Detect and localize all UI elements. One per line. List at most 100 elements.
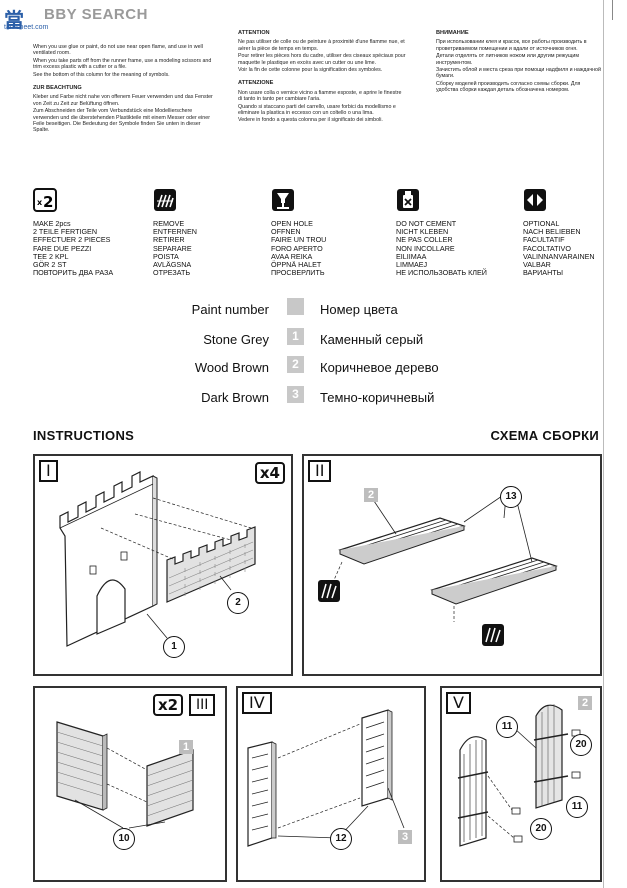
part-callout: 13	[500, 486, 522, 508]
warning-text: When you take parts off from the runner …	[33, 57, 212, 71]
step-number: IV	[242, 692, 272, 714]
symbol-line: OPTIONAL	[523, 219, 560, 228]
warning-heading: ATTENZIONE	[238, 80, 274, 87]
step-3-panel: x2 III 1 10	[33, 686, 227, 882]
symbol-do-not-cement: DO NOT CEMENT NICHT KLEBEN NE PAS COLLER…	[396, 188, 506, 277]
make-two-badge: x2	[153, 694, 184, 716]
paint-label: Paint number	[191, 302, 269, 317]
symbol-line: ENTFERNEN	[153, 227, 197, 237]
symbol-line: ПРОСВЕРЛИТЬ	[271, 268, 325, 278]
symbol-line: NE PAS COLLER	[396, 235, 453, 245]
part-callout: 20	[530, 818, 552, 840]
symbol-line: NON INCOLLARE	[396, 243, 455, 253]
part-callout: 12	[330, 828, 352, 850]
symbol-line: NICHT KLEBEN	[396, 227, 449, 237]
warning-text: Voir la fin de cette colonne pour la sig…	[238, 67, 383, 74]
paint-swatch	[287, 298, 304, 315]
paint-number-badge: 1	[179, 740, 193, 754]
crop-mark	[612, 0, 613, 20]
warning-text: При использовании клея и красок, все раб…	[436, 39, 587, 52]
symbol-line: 2 TEILE FERTIGEN	[33, 227, 98, 237]
symbol-line: OPEN HOLE	[271, 219, 313, 228]
symbol-line: AVLÄGSNA	[153, 260, 192, 270]
warning-text: Pour retirer les pièces hors du cadre, u…	[238, 53, 406, 66]
symbol-line: REMOVE	[153, 219, 185, 228]
watermark-site: tan-sheet.com	[4, 24, 49, 31]
paint-label-ru: Номер цвета	[320, 302, 398, 317]
instructions-heading-ru: СХЕМА СБОРКИ	[490, 428, 599, 443]
warning-text: Сборку моделей производить согласно схем…	[436, 80, 581, 94]
part-callout: 1	[163, 636, 185, 658]
symbol-line: FORO APERTO	[271, 243, 323, 253]
make-two-icon: x 2	[33, 188, 57, 212]
symbol-line: НЕ ИСПОЛЬЗОВАТЬ КЛЕЙ	[396, 268, 487, 278]
symbol-line: NACH BELIEBEN	[523, 227, 581, 237]
symbol-make-two: x 2 MAKE 2pcs 2 TEILE FERTIGEN EFFECTUER…	[33, 188, 143, 277]
paint-number-badge: 3	[398, 830, 412, 844]
step-5-panel: V 2 11 20 11 20	[440, 686, 602, 882]
symbol-line: LIMMAEJ	[396, 260, 428, 270]
symbol-line: FACULTATIF	[523, 235, 565, 245]
symbol-open-hole: OPEN HOLE OFFNEN FAIRE UN TROU FORO APER…	[271, 188, 381, 277]
watermark-brand: BBY SEARCH	[44, 6, 148, 23]
step-1-panel: I x4 2 1	[33, 454, 293, 676]
symbol-line: POISTA	[153, 251, 179, 261]
part-callout: 2	[227, 592, 249, 614]
symbol-line: SEPARARE	[153, 243, 192, 253]
warning-text: When you use glue or paint, do not use n…	[33, 44, 203, 57]
paint-label: Stone Grey	[203, 332, 269, 347]
step-2-panel: II 2 13	[302, 454, 602, 676]
symbol-line: DO NOT CEMENT	[396, 219, 457, 228]
paint-label-ru: Коричневое дерево	[320, 360, 439, 375]
symbol-line: EILIIMAA	[396, 251, 427, 261]
step-3-drawing	[56, 721, 194, 829]
symbol-line: OFFNEN	[271, 227, 301, 237]
symbol-line: ВАРИАНТЫ	[523, 268, 564, 278]
paint-row-header: Paint number Номер цвета	[0, 298, 627, 322]
symbol-line: RETIRER	[153, 235, 185, 245]
paint-label-ru: Каменный серый	[320, 332, 424, 347]
part-callout: 11	[496, 716, 518, 738]
do-not-cement-icon	[397, 189, 419, 211]
symbol-line: VALINNANVARAINEN	[523, 251, 595, 261]
paint-label-ru: Темно-коричневый	[320, 390, 435, 405]
symbol-line: AVAA REIKA	[271, 251, 313, 261]
paint-label: Dark Brown	[201, 390, 269, 405]
symbol-line: GÖR 2 ST	[33, 260, 67, 270]
warning-heading: ZUR BEACHTUNG	[33, 85, 82, 92]
symbol-line: FAIRE UN TROU	[271, 235, 327, 245]
warning-text: Kleber und Farbe nicht nahe von offenem …	[33, 94, 213, 107]
right-margin-line	[603, 0, 604, 888]
step-1-drawing	[59, 471, 256, 647]
paint-swatch: 1	[287, 328, 304, 345]
part-callout: 10	[113, 828, 135, 850]
part-callout: 11	[566, 796, 588, 818]
paint-row: Stone Grey 1 Каменный серый	[0, 328, 627, 352]
optional-icon	[524, 189, 546, 211]
symbol-line: TEE 2 KPL	[33, 251, 69, 261]
part-callout: 20	[570, 734, 592, 756]
remove-icon	[154, 189, 176, 211]
symbol-optional: OPTIONAL NACH BELIEBEN FACULTATIF FACOLT…	[523, 188, 627, 277]
svg-text:x: x	[37, 198, 43, 207]
paint-row: Wood Brown 2 Коричневое дерево	[0, 356, 627, 380]
step-2-drawing	[318, 495, 558, 646]
symbol-line: VALBAR	[523, 260, 551, 270]
warning-text: Quando si staccano parti del carrello, u…	[238, 103, 396, 117]
warning-text: Зачистить облой и места среза при помощи…	[436, 67, 601, 80]
paint-swatch: 3	[287, 386, 304, 403]
open-hole-icon	[272, 189, 294, 211]
warning-heading: ATTENTION	[238, 30, 270, 36]
watermark-logo: 當	[4, 10, 24, 32]
symbol-remove: REMOVE ENTFERNEN RETIRER SEPARARE POISTA…	[153, 188, 263, 277]
warning-text: Zum Abschneiden der Teile vom Verbundstü…	[33, 108, 210, 134]
paint-number-badge: 2	[364, 488, 378, 502]
warning-text: Vedere in fondo a questa colonna per il …	[238, 117, 383, 124]
warning-text: Ne pas utiliser de colle ou de peinture …	[238, 39, 405, 52]
warning-column-fr-it: ATTENTION Ne pas utiliser de colle ou de…	[238, 30, 406, 131]
step-number: II	[308, 460, 332, 482]
svg-text:2: 2	[43, 193, 53, 211]
watermark: 當 BBY SEARCH tan-sheet.com	[0, 2, 170, 32]
warning-column-ru: ВНИМАНИЕ При использовании клея и красок…	[436, 30, 604, 101]
